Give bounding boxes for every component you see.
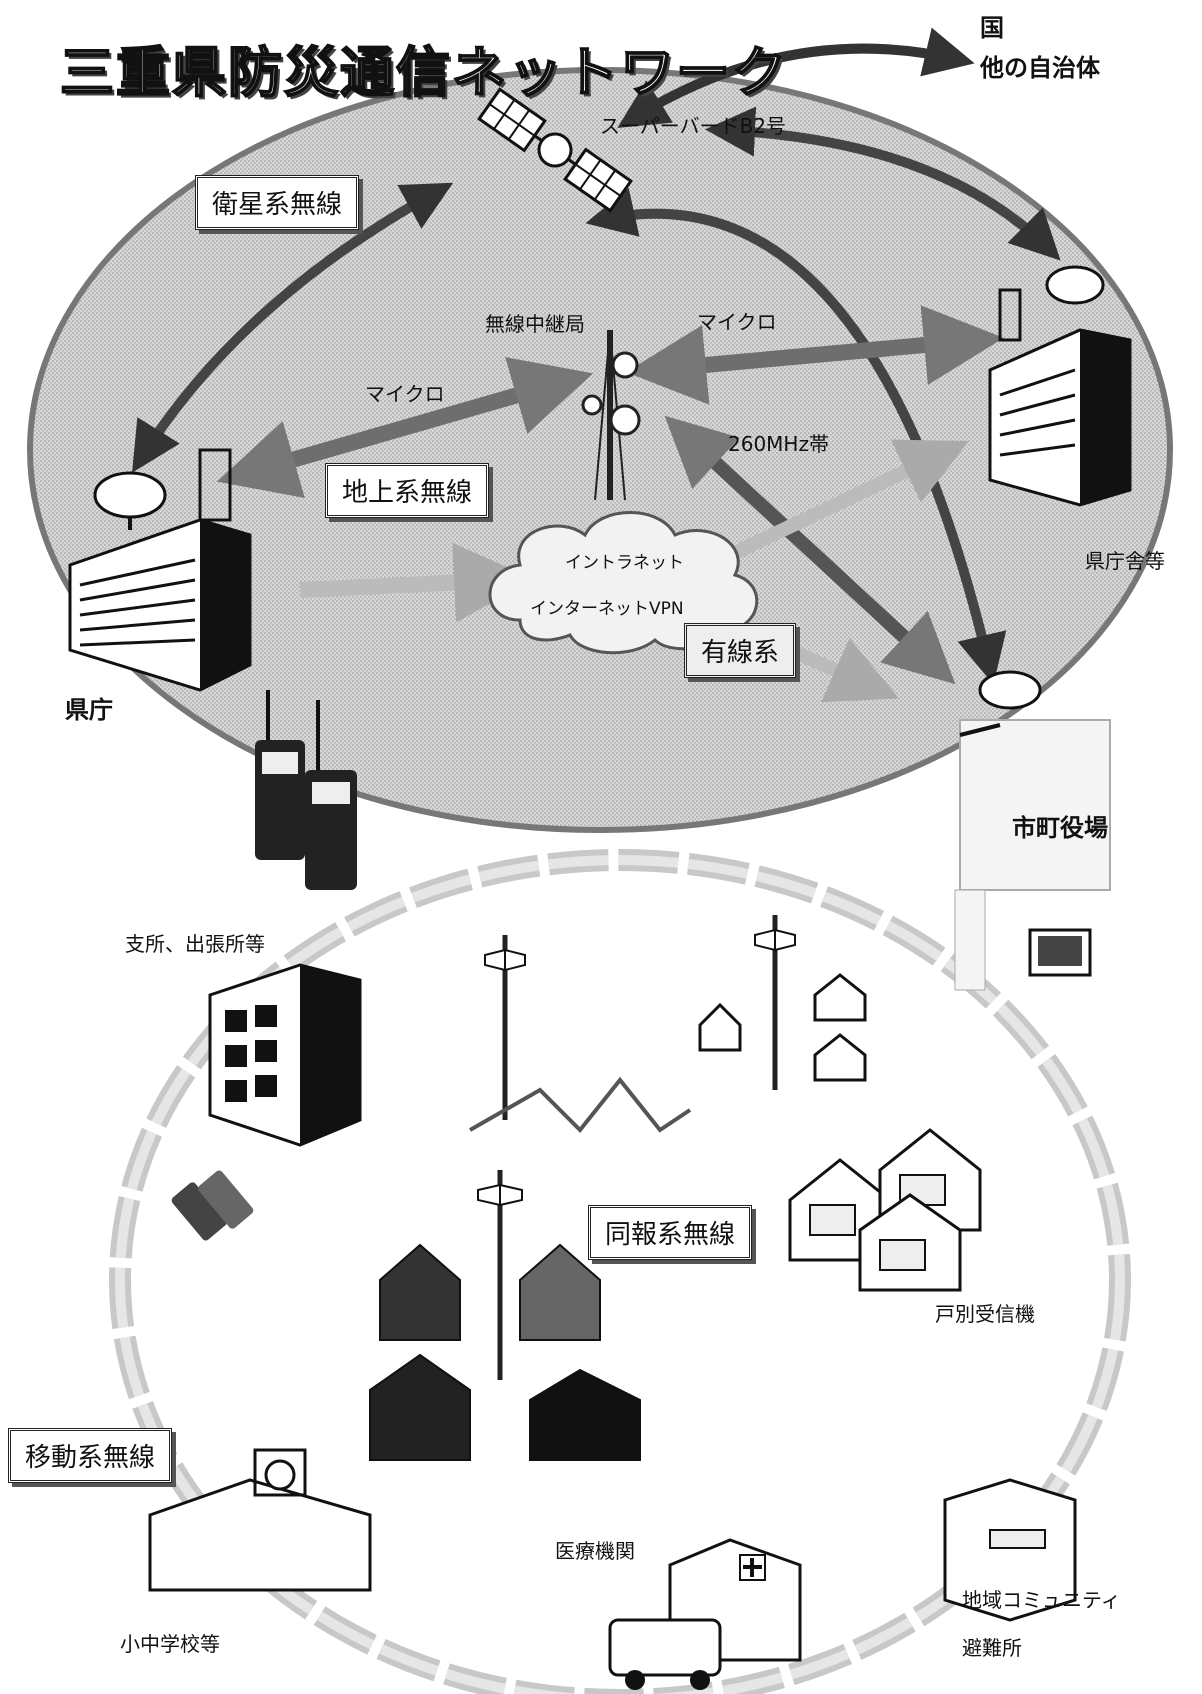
prefecture-buildings-label: 県庁舎等: [1085, 549, 1165, 573]
loudspeaker-tower-icon: [469, 935, 692, 1133]
satellite-label: スーパーバードB2号: [600, 114, 787, 138]
diagram-title: 三重県防災通信ネットワーク: [59, 40, 788, 105]
houses-cluster-icon: [369, 1243, 641, 1461]
handheld-radio-icon: [255, 690, 357, 890]
band-260-arrow: [664, 415, 956, 685]
branch-office-label: 支所、出張所等: [125, 932, 265, 956]
municipal-office-label: 市町役場: [1012, 814, 1108, 842]
shelter-label: 避難所: [962, 1636, 1022, 1660]
community-shelter-icon: [943, 1478, 1077, 1622]
schools-label: 小中学校等: [120, 1632, 220, 1656]
ambulance-icon: [608, 1618, 722, 1690]
prefecture-office-label: 県庁: [65, 696, 113, 724]
prefecture-buildings-icon: [988, 265, 1132, 507]
wired-box: 有線系: [684, 623, 797, 678]
cloud-label-line1: イントラネット: [565, 553, 684, 573]
cloud-label-line2: インターネットVPN: [530, 599, 684, 619]
relay-tower-icon: [581, 329, 641, 501]
satellite-to-buildings-arrow: [705, 106, 1061, 261]
broadcast-radio-box: 同報系無線: [588, 1205, 753, 1260]
medical-label: 医療機関: [555, 1539, 635, 1563]
wired-cloud-to-buildings: [716, 439, 969, 567]
micro-left-label: マイクロ: [365, 382, 445, 406]
external-label-line1: 国: [980, 14, 1004, 42]
school-icon: [148, 1448, 372, 1592]
wired-prefecture-to-cloud: [299, 542, 534, 623]
mobile-radio-small-icon: [171, 1170, 254, 1241]
satellite-radio-box: 衛星系無線: [195, 175, 360, 230]
municipal-office-icon: [954, 670, 1111, 991]
household-receiver-label: 戸別受信機: [935, 1302, 1035, 1326]
intranet-cloud: [488, 511, 759, 655]
satellite-to-prefecture-arrow: [132, 182, 454, 473]
micro-right-arrow: [626, 305, 1004, 405]
external-label-line2: 他の自治体: [980, 54, 1100, 82]
relay-station-label: 無線中継局: [485, 312, 585, 336]
satellite-icon: [477, 87, 633, 213]
micro-left-arrow: [216, 357, 594, 498]
community-label: 地域コミュニティ: [962, 1588, 1121, 1612]
band-label: 260MHz帯: [728, 432, 829, 456]
household-receiver-icon: [788, 1128, 982, 1292]
micro-right-label: マイクロ: [697, 310, 777, 334]
terrestrial-radio-box: 地上系無線: [325, 463, 490, 518]
mobile-radio-box: 移動系無線: [8, 1428, 173, 1483]
loudspeaker-tower-2-icon: [698, 915, 867, 1090]
branch-office-icon: [208, 963, 362, 1147]
broadcast-tower-center-icon: [477, 1170, 523, 1380]
satellite-to-external-arrow: [617, 27, 975, 128]
prefecture-office-building-icon: [68, 448, 252, 692]
